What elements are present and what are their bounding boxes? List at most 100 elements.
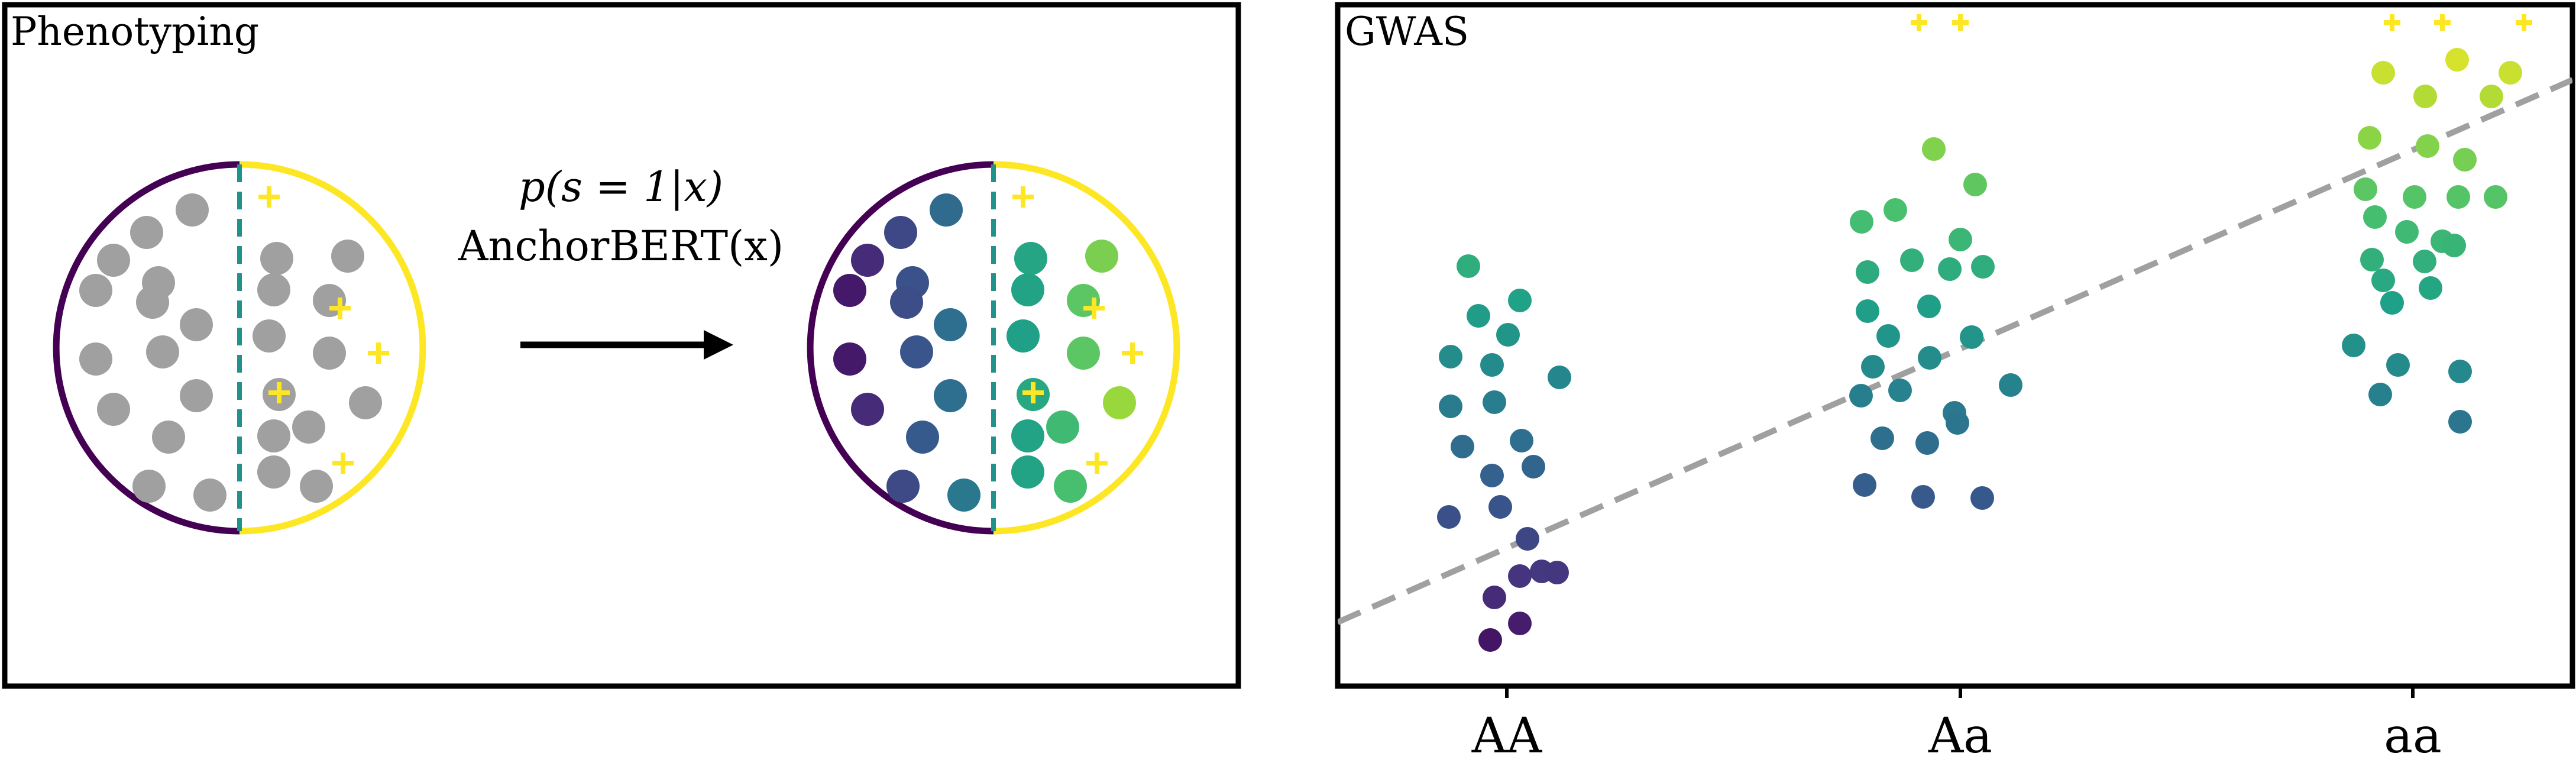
plus-icon bbox=[329, 298, 351, 319]
plus-icon bbox=[2434, 14, 2451, 31]
sample-dot bbox=[180, 308, 213, 341]
gwas-sample-dot bbox=[1853, 473, 1876, 497]
plus-icon bbox=[1952, 14, 1969, 31]
cohort-circle-before bbox=[53, 161, 426, 535]
gwas-sample-dot bbox=[2499, 61, 2522, 85]
scored-sample-dot bbox=[886, 470, 920, 503]
gwas-sample-dot bbox=[1516, 527, 1539, 551]
plus-icon bbox=[332, 452, 354, 474]
gwas-sample-dot bbox=[2342, 334, 2365, 357]
sample-dot bbox=[176, 193, 209, 227]
gwas-sample-dot bbox=[2448, 410, 2472, 434]
gwas-sample-dot bbox=[2484, 185, 2507, 209]
gwas-sample-dot bbox=[1480, 353, 1504, 377]
gwas-sample-dot bbox=[1522, 455, 1545, 479]
gwas-sample-dot bbox=[1849, 384, 1873, 408]
gwas-sample-dot bbox=[1545, 561, 1569, 584]
gwas-sample-dot bbox=[1876, 324, 1900, 348]
phenotyping-title: Phenotyping bbox=[11, 9, 259, 54]
gwas-sample-dot bbox=[2363, 205, 2387, 229]
gwas-sample-dot bbox=[2368, 383, 2392, 406]
scored-sample-dot bbox=[1007, 319, 1040, 353]
gwas-sample-dot bbox=[1946, 411, 1969, 435]
sample-dot bbox=[136, 286, 169, 319]
gwas-sample-dot bbox=[1884, 198, 1907, 222]
gwas-sample-dot bbox=[1861, 355, 1885, 379]
sample-dot bbox=[79, 342, 112, 376]
gwas-sample-dot bbox=[1451, 435, 1474, 458]
sample-dot bbox=[97, 393, 130, 426]
genotype-label-Aa: Aa bbox=[1928, 708, 1992, 763]
scored-sample-dot bbox=[934, 379, 967, 412]
gwas-sample-dot bbox=[1960, 325, 1983, 349]
sample-dot bbox=[253, 319, 286, 353]
gwas-samples bbox=[1437, 48, 2522, 652]
gwas-sample-dot bbox=[1856, 260, 1879, 284]
gwas-sample-dot bbox=[2442, 234, 2466, 257]
scored-sample-dot bbox=[833, 342, 866, 376]
gwas-sample-dot bbox=[1856, 299, 1879, 323]
anchor-markers bbox=[258, 186, 389, 474]
scored-sample-dot bbox=[947, 479, 980, 512]
gwas-sample-dot bbox=[1478, 628, 1502, 652]
sample-dot bbox=[79, 274, 112, 307]
anchorbert-formula: AnchorBERT(x) bbox=[458, 222, 784, 270]
gwas-sample-dot bbox=[1915, 431, 1939, 455]
sample-dot bbox=[97, 244, 130, 277]
gwas-sample-dot bbox=[1439, 345, 1462, 368]
gwas-sample-dot bbox=[1508, 612, 1532, 635]
sample-dot bbox=[331, 240, 364, 273]
x-axis: AA Aa aa bbox=[1471, 686, 2442, 763]
scored-sample-dot bbox=[1011, 273, 1044, 306]
gwas-sample-dot bbox=[1467, 304, 1490, 328]
sample-dot bbox=[257, 273, 290, 306]
gwas-sample-dot bbox=[1900, 248, 1924, 272]
gwas-sample-dot bbox=[1508, 564, 1532, 588]
gwas-sample-dot bbox=[2480, 85, 2503, 108]
plus-icon bbox=[1022, 382, 1044, 403]
gwas-sample-dot bbox=[2380, 291, 2404, 315]
plus-icon bbox=[2516, 14, 2532, 31]
scored-sample-dot bbox=[1046, 410, 1079, 444]
phenotyping-panel: Phenotyping p(s = 1|x) AnchorBERT(x) bbox=[2, 2, 1241, 689]
gwas-sample-dot bbox=[2386, 353, 2410, 377]
plus-icon bbox=[258, 186, 280, 208]
gwas-sample-dot bbox=[1548, 366, 1571, 389]
gwas-sample-dot bbox=[1917, 295, 1941, 318]
sample-dot bbox=[260, 242, 293, 275]
scored-sample-dot bbox=[1011, 455, 1044, 489]
scored-sample-dot bbox=[1054, 470, 1087, 503]
gwas-sample-dot bbox=[1999, 373, 2022, 397]
probability-formula: p(s = 1|x) bbox=[519, 163, 723, 211]
gwas-sample-dot bbox=[2419, 276, 2442, 300]
plus-icon bbox=[268, 382, 290, 403]
control-arc bbox=[53, 161, 240, 535]
gwas-panel: GWAS AA Aa aa bbox=[1335, 2, 2575, 763]
scored-sample-dot bbox=[930, 193, 963, 227]
gwas-sample-dot bbox=[1439, 395, 1462, 418]
scored-sample-dot bbox=[934, 308, 967, 341]
gwas-sample-dot bbox=[2445, 48, 2469, 72]
sample-dot bbox=[300, 470, 333, 503]
scored-sample-dot bbox=[851, 244, 884, 277]
gwas-sample-dot bbox=[2403, 185, 2426, 209]
gwas-sample-dot bbox=[2448, 360, 2472, 383]
gwas-sample-dot bbox=[1488, 495, 1512, 519]
scored-sample-dot bbox=[1067, 337, 1100, 370]
scored-sample-dot bbox=[1085, 240, 1118, 273]
gwas-sample-dot bbox=[1437, 505, 1461, 529]
gwas-sample-dot bbox=[1870, 426, 1894, 450]
scored-sample-dot bbox=[884, 216, 917, 249]
sample-dot bbox=[146, 335, 179, 368]
plus-icon bbox=[1012, 186, 1034, 208]
gwas-sample-dot bbox=[1480, 464, 1504, 487]
gwas-sample-dot bbox=[2446, 185, 2470, 209]
unlabeled-samples bbox=[79, 193, 382, 512]
right-arrow-icon bbox=[520, 330, 733, 360]
scored-sample-dot bbox=[1011, 419, 1044, 452]
plus-icon bbox=[2384, 14, 2400, 31]
sample-dot bbox=[130, 216, 163, 249]
gwas-sample-dot bbox=[2395, 220, 2419, 244]
gwas-sample-dot bbox=[2453, 148, 2477, 172]
gwas-title: GWAS bbox=[1345, 9, 1469, 54]
